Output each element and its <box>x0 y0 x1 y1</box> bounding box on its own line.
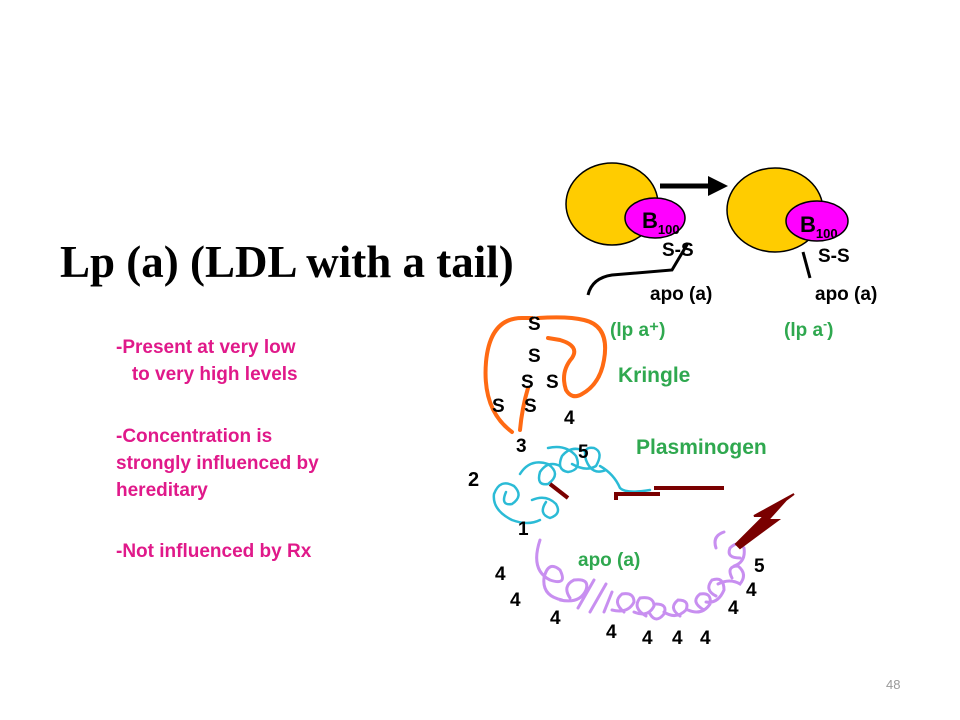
kringle-number-4-top: 4 <box>564 408 575 429</box>
sulfur-s6: S <box>524 396 537 417</box>
apoa-label-left: apo (a) <box>650 284 712 305</box>
apoa-kringle-number-5: 5 <box>754 556 765 577</box>
bullet-line: -Present at very low <box>116 337 296 358</box>
apoa-tail-right <box>801 251 812 279</box>
apoa-kringle-number: 4 <box>672 628 683 649</box>
bullet-present-levels: -Present at very low to very high levels <box>116 334 298 388</box>
bullet-concentration: -Concentration is strongly influenced by… <box>116 423 319 504</box>
apoa-kringle-number: 4 <box>746 580 757 601</box>
apoa-coil <box>535 530 746 621</box>
apob100-left-label: B100 <box>642 208 680 237</box>
sulfur-s1: S <box>528 314 541 335</box>
kringle-label: Kringle <box>618 364 690 387</box>
bullet-line: -Concentration is <box>116 426 273 447</box>
apoa-protease-domain <box>734 493 795 550</box>
apoa-kringle-number: 4 <box>510 590 521 611</box>
apoa-kringle-number: 4 <box>550 608 561 629</box>
kringle-number-5: 5 <box>578 442 589 463</box>
kringle-number-2: 2 <box>468 469 479 491</box>
disulfide-bond-right: S-S <box>818 246 850 267</box>
apoa-tail-left <box>586 242 690 296</box>
phenotype-positive: (lp a⁺) <box>610 320 665 341</box>
apoa-coil-label: apo (a) <box>578 550 640 571</box>
kringle-outline <box>483 315 607 434</box>
apoa-label-right: apo (a) <box>815 284 877 305</box>
plasminogen-coil <box>492 445 652 525</box>
apob100-right <box>785 200 849 242</box>
plasminogen-label: Plasminogen <box>636 436 767 459</box>
slide-title: Lp (a) (LDL with a tail) <box>60 237 514 287</box>
kringle-number-1: 1 <box>518 519 529 540</box>
page-number: 48 <box>886 677 901 692</box>
kringle-number-3: 3 <box>516 436 527 457</box>
plasminogen-cleavage-mark <box>548 482 570 500</box>
conversion-arrow <box>660 176 728 196</box>
sulfur-s3: S <box>521 372 534 393</box>
bullet-line: hereditary <box>116 480 208 501</box>
phenotype-negative: (lp a-) <box>784 317 833 341</box>
bullet-line: strongly influenced by <box>116 453 319 474</box>
apoa-kringle-number: 4 <box>700 628 711 649</box>
bullet-line: to very high levels <box>116 364 298 385</box>
sulfur-s4: S <box>546 372 559 393</box>
plasminogen-protease-domain <box>614 486 724 500</box>
sulfur-s2: S <box>528 346 541 367</box>
bullet-line: -Not influenced by Rx <box>116 541 312 562</box>
apoa-kringle-number: 4 <box>606 622 617 643</box>
apob100-left <box>624 197 686 239</box>
apob100-right-label: B100 <box>800 212 838 241</box>
bullet-not-influenced: -Not influenced by Rx <box>116 538 311 565</box>
apoa-kringle-number: 4 <box>495 564 506 585</box>
apoa-kringle-number: 4 <box>728 598 739 619</box>
apoa-kringle-number: 4 <box>642 628 653 649</box>
sulfur-s5: S <box>492 396 505 417</box>
